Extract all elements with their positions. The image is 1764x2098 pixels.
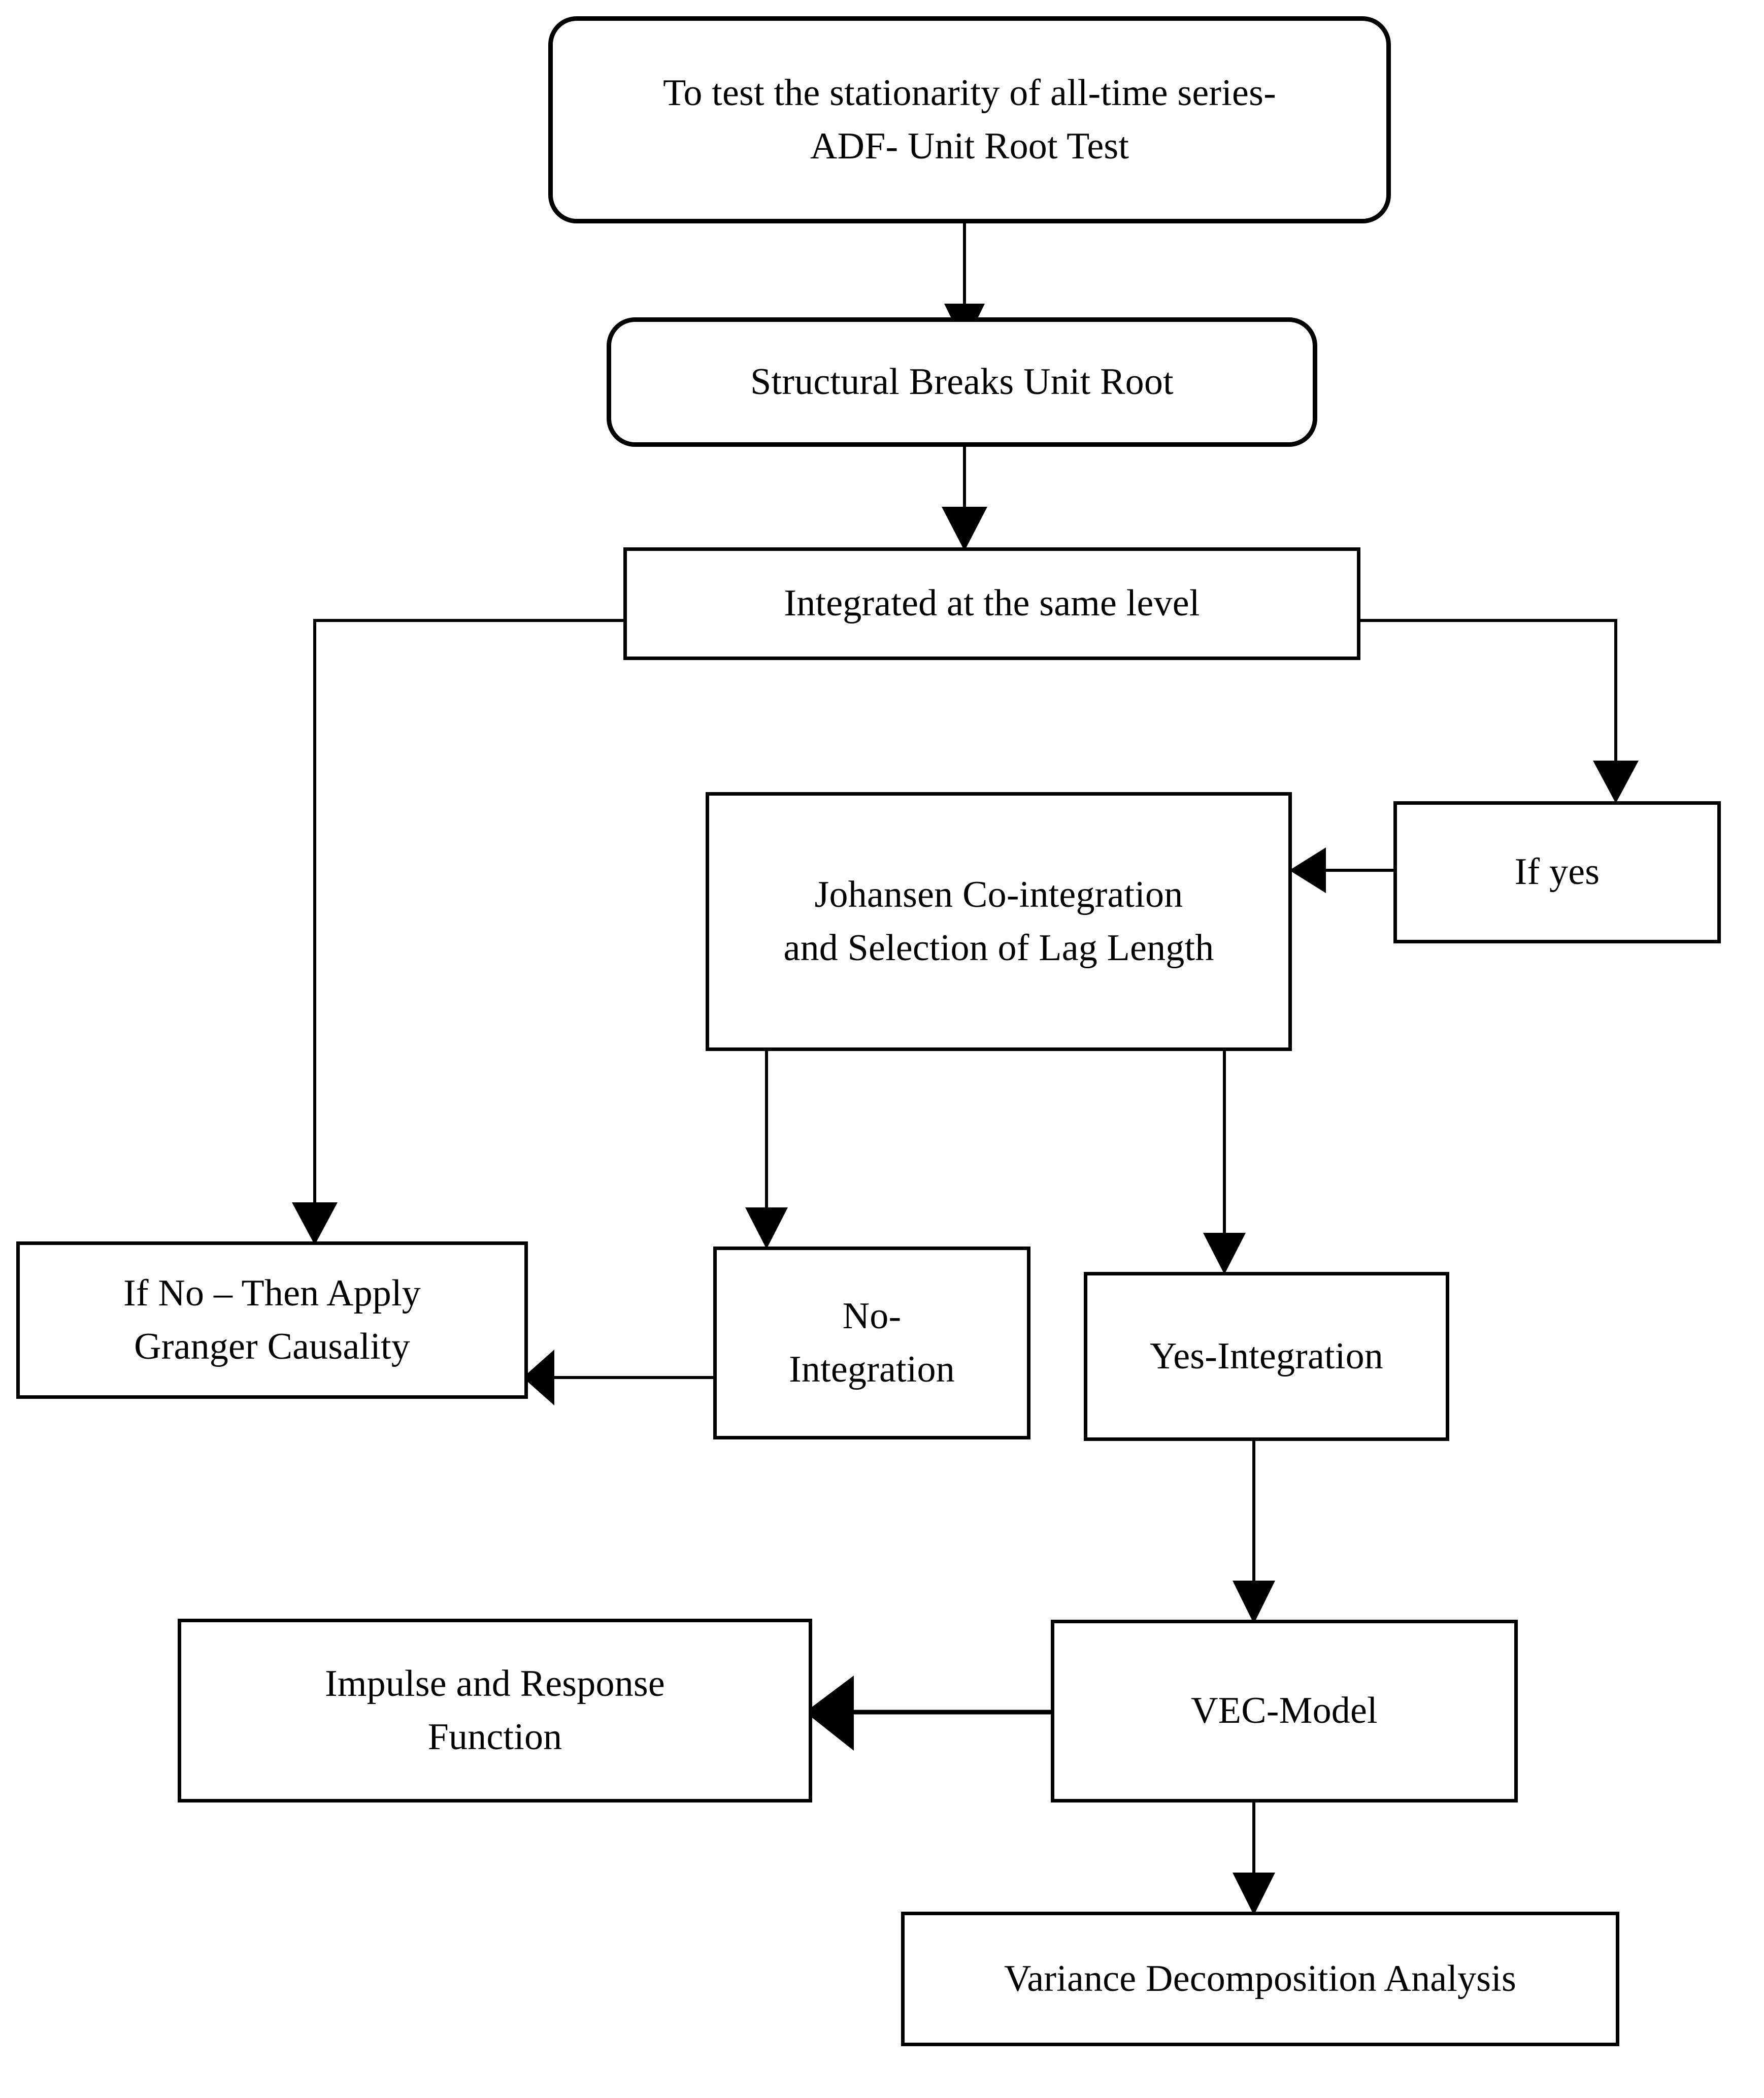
node-if-no-label: If No – Then Apply Granger Causality [123,1272,421,1367]
node-yes-integration-label: Yes-Integration [1150,1335,1383,1377]
node-adf-label: To test the stationarity of all-time ser… [663,72,1276,167]
node-integrated-label: Integrated at the same level [784,582,1200,625]
edge-no-integration-to-if-no [523,1350,713,1405]
node-variance-label: Variance Decomposition Analysis [1004,1957,1517,1999]
node-adf-unit-root-test[interactable]: To test the stationarity of all-time ser… [548,16,1391,223]
edge-vec-model-to-impulse [805,1676,1051,1751]
node-no-integration-label: No- Integration [789,1295,955,1390]
node-vec-model[interactable]: VEC-Model [1051,1620,1518,1802]
node-yes-integration[interactable]: Yes-Integration [1084,1272,1449,1441]
edge-integrated-to-if-no [292,619,623,1245]
edge-integrated-to-if-yes [1360,619,1639,803]
node-variance-decomposition-analysis[interactable]: Variance Decomposition Analysis [901,1912,1619,2046]
edge-yes-integration-to-vec-model [1233,1441,1275,1624]
edge-if-yes-to-johansen [1289,847,1393,893]
node-if-no-granger-causality[interactable]: If No – Then Apply Granger Causality [16,1241,528,1399]
edge-structural-to-integrated [942,447,987,551]
node-if-yes[interactable]: If yes [1393,801,1721,943]
node-integrated-at-same-level[interactable]: Integrated at the same level [623,547,1360,660]
node-no-integration[interactable]: No- Integration [713,1247,1030,1439]
node-johansen-label: Johansen Co-integration and Selection of… [783,873,1214,969]
node-impulse-and-response-function[interactable]: Impulse and Response Function [178,1619,812,1802]
node-vec-model-label: VEC-Model [1191,1690,1378,1732]
node-structural-label: Structural Breaks Unit Root [750,360,1174,403]
edge-johansen-to-no-integration [745,1051,788,1249]
edge-vec-model-to-variance [1233,1802,1275,1915]
node-if-yes-label: If yes [1514,851,1600,893]
node-structural-breaks-unit-root[interactable]: Structural Breaks Unit Root [607,317,1317,447]
edge-johansen-to-yes-integration [1203,1051,1246,1274]
node-impulse-label: Impulse and Response Function [325,1662,665,1758]
node-johansen-cointegration[interactable]: Johansen Co-integration and Selection of… [706,792,1292,1051]
